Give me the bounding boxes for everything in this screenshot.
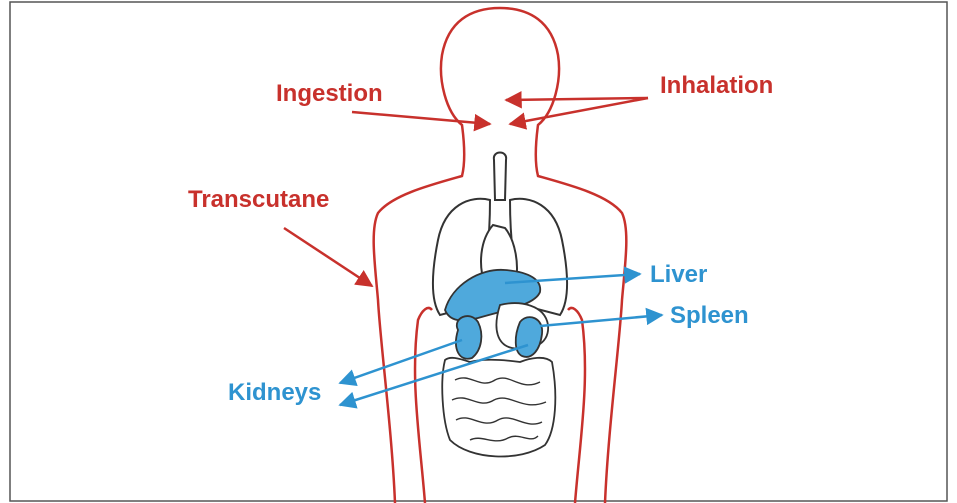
- spleen-label: Spleen: [670, 302, 749, 330]
- right-kidney: [516, 317, 542, 357]
- ingestion-arrow: [352, 112, 490, 124]
- inhalation-label: Inhalation: [660, 72, 773, 100]
- left-kidney: [456, 316, 481, 359]
- inhalation-arrow-upper: [506, 98, 648, 100]
- intestines: [442, 358, 555, 457]
- spleen-arrow: [540, 315, 662, 326]
- liver-label: Liver: [650, 261, 707, 289]
- right-inner-arm: [568, 308, 585, 503]
- transcutane-arrow: [284, 228, 372, 286]
- left-inner-arm: [415, 308, 432, 503]
- kidneys-label: Kidneys: [228, 379, 321, 407]
- inhalation-arrow-lower: [510, 98, 648, 124]
- trachea: [494, 153, 506, 201]
- transcutane-label: Transcutane: [188, 186, 329, 214]
- ingestion-label: Ingestion: [276, 80, 383, 108]
